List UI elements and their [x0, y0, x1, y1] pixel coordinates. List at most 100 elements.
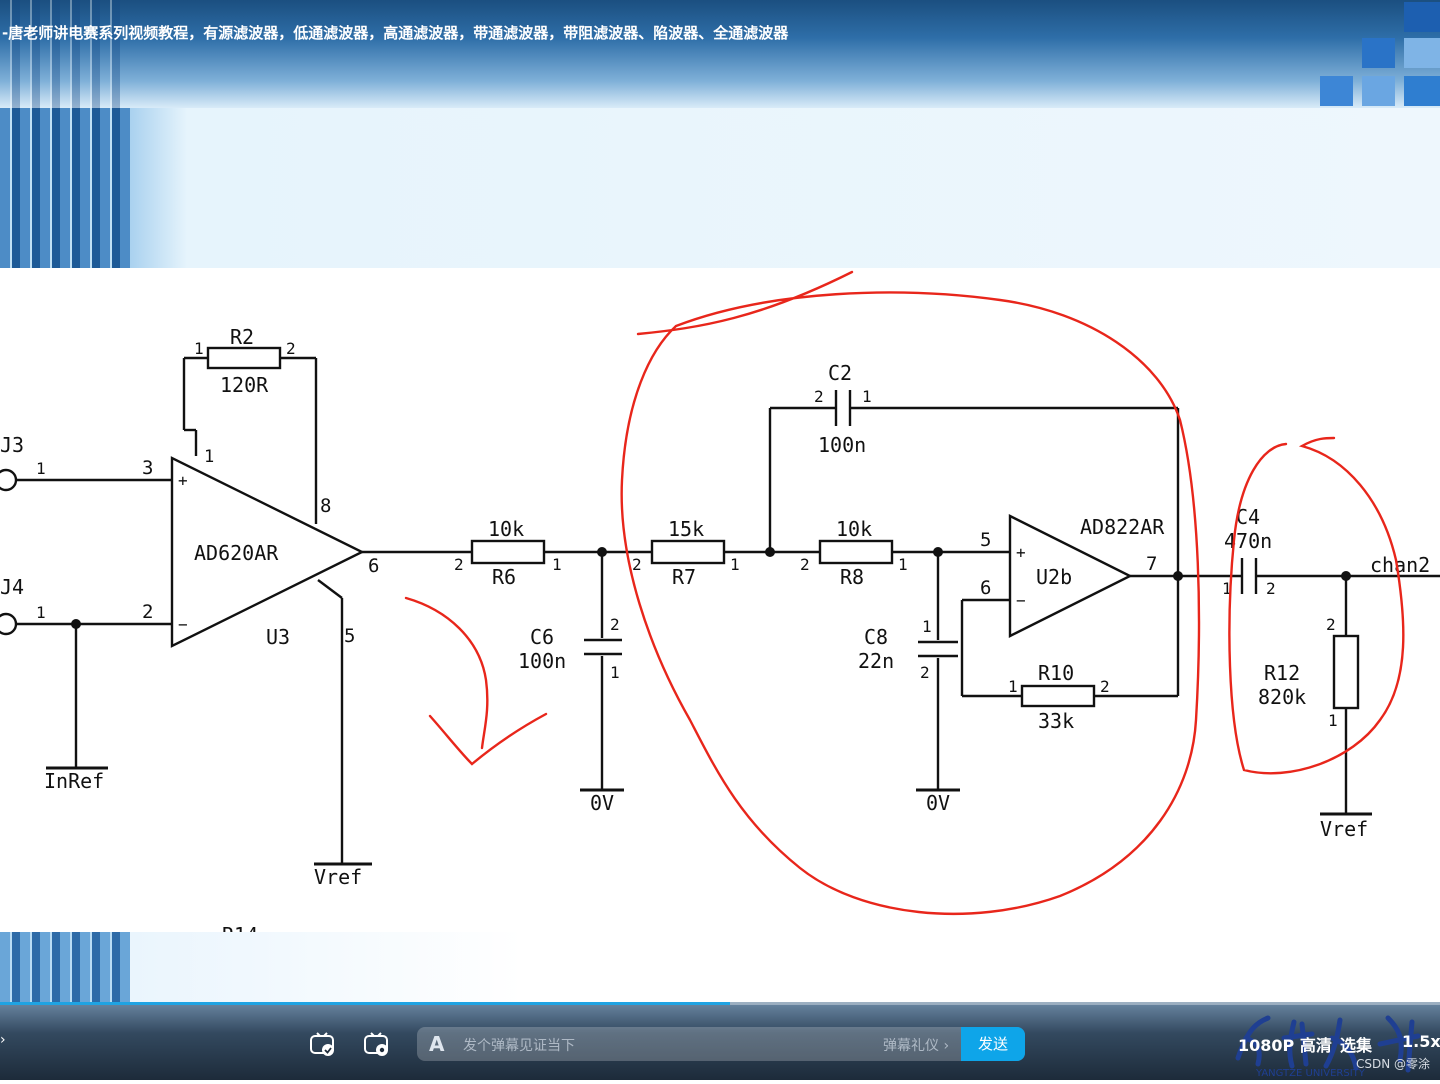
decorative-stripes [0, 932, 130, 1002]
c8-pin2: 2 [920, 663, 930, 682]
u2b-part: AD822AR [1080, 515, 1165, 539]
annotation-arrowhead [428, 712, 548, 766]
quality-selector[interactable]: 1080P 高清 [1238, 1036, 1332, 1055]
university-logo-mark: YANGTZE UNIVERSITY [1235, 1015, 1421, 1079]
decor-square [1404, 76, 1440, 106]
r12-value: 820k [1258, 685, 1306, 709]
j3-terminal [0, 468, 18, 492]
junction-dot [1341, 571, 1351, 581]
r6-ref: R6 [492, 565, 516, 589]
u3-pin6: 6 [368, 555, 379, 577]
j4-pin: 1 [36, 603, 46, 622]
progress-bar[interactable] [0, 1002, 1440, 1005]
junction-dot [1173, 571, 1183, 581]
c2-pin2: 2 [814, 387, 824, 406]
svg-text:YANGTZE UNIVERSITY: YANGTZE UNIVERSITY [1255, 1068, 1366, 1079]
chevron-left-icon[interactable]: › [0, 1032, 6, 1048]
danmaku-style-icon[interactable]: A [429, 1032, 445, 1056]
vref-label-r12: Vref [1320, 817, 1368, 841]
danmaku-settings-icon[interactable] [362, 1030, 390, 1058]
u2b-opamp [1008, 514, 1133, 638]
u2b-plus: + [1016, 543, 1026, 562]
r8-resistor [818, 539, 894, 565]
c6-ref: C6 [530, 625, 554, 649]
r2-pin2: 2 [286, 339, 296, 358]
video-title-bar: -唐老师讲电赛系列视频教程，有源滤波器，低通滤波器，高通滤波器，带通滤波器，带阻… [0, 0, 1440, 268]
u2b-pin5: 5 [980, 529, 991, 551]
c8-pin1: 1 [922, 617, 932, 636]
r12-pin2: 2 [1326, 615, 1336, 634]
junction-dot [597, 547, 607, 557]
r7-resistor [650, 539, 726, 565]
annotation-circle-bandpass [620, 270, 1201, 915]
decor-square [1362, 76, 1395, 106]
u3-pin2: 2 [142, 601, 153, 623]
r7-pin2: 2 [632, 555, 642, 574]
u3-part: AD620AR [194, 541, 279, 565]
slide-footer [130, 932, 1440, 1002]
u3-ref: U3 [266, 625, 290, 649]
university-logo: YANGTZE UNIVERSITY [1228, 1008, 1440, 1080]
red-annotations [404, 270, 1405, 915]
r2-resistor [206, 346, 282, 370]
r6-resistor [470, 539, 546, 565]
danmaku-etiquette-link[interactable]: 弹幕礼仪 › [883, 1038, 950, 1054]
r2-value: 120R [220, 373, 269, 397]
r7-pin1: 1 [730, 555, 740, 574]
r8-value: 10k [836, 517, 872, 541]
c2-pin1: 1 [862, 387, 872, 406]
playback-speed-button[interactable]: 1.5x [1402, 1032, 1440, 1051]
danmaku-input[interactable]: 发个弹幕见证当下 [463, 1038, 575, 1054]
j3-pin: 1 [36, 459, 46, 478]
r8-ref: R8 [840, 565, 864, 589]
u3-plus: + [178, 471, 188, 490]
filter-circuit-schematic: J3 J4 1 1 InRef 3 2 1 8 6 5 + − AD620AR … [0, 270, 1440, 932]
r6-pin1: 1 [552, 555, 562, 574]
u3-pin8: 8 [320, 495, 331, 517]
r12-resistor [1332, 634, 1360, 710]
progress-fill [0, 1002, 731, 1005]
r6-pin2: 2 [454, 555, 464, 574]
r8-pin2: 2 [800, 555, 810, 574]
danmaku-toggle-icon[interactable] [308, 1030, 336, 1058]
junction-dot [71, 619, 81, 629]
r12-ref: R12 [1264, 661, 1300, 685]
r12-pin1: 1 [1328, 711, 1338, 730]
c6-value: 100n [518, 649, 566, 673]
episodes-button[interactable]: 选集 [1340, 1036, 1373, 1055]
c8-value: 22n [858, 649, 894, 673]
r10-pin1: 1 [1008, 677, 1018, 696]
u3-pin1: 1 [204, 447, 214, 467]
u2b-pin7: 7 [1146, 553, 1157, 575]
junction-dot [765, 547, 775, 557]
c6-pin2: 2 [610, 615, 620, 634]
r2-pin1: 1 [194, 339, 204, 358]
c8-ref: C8 [864, 625, 888, 649]
annotation-circle-highpass [1228, 436, 1405, 775]
danmaku-input-box[interactable]: A 发个弹幕见证当下 弹幕礼仪 › 发送 [417, 1027, 1025, 1061]
output-label: chan2 [1370, 553, 1430, 577]
r6-value: 10k [488, 517, 524, 541]
send-button[interactable]: 发送 [961, 1027, 1025, 1061]
c4-value: 470n [1224, 529, 1272, 553]
c4-pin2: 2 [1266, 579, 1276, 598]
c6-pin1: 1 [610, 663, 620, 682]
c2-value: 100n [818, 433, 866, 457]
decor-square [1320, 76, 1353, 106]
j4-terminal [0, 612, 18, 636]
csdn-watermark: CSDN @零涂 [1356, 1057, 1431, 1071]
vref-label-u3: Vref [314, 865, 362, 889]
junction-dot [933, 547, 943, 557]
u2b-minus: − [1016, 591, 1026, 610]
decor-square [1404, 2, 1440, 32]
r8-pin1: 1 [898, 555, 908, 574]
annotation-arrow [404, 596, 489, 750]
r7-ref: R7 [672, 565, 696, 589]
u3-minus: − [178, 615, 188, 634]
j4-label: J4 [0, 575, 24, 599]
u3-opamp [170, 456, 365, 648]
r10-value: 33k [1038, 709, 1074, 733]
u3-pin5: 5 [344, 625, 355, 647]
slide-banner [0, 108, 1440, 268]
u2b-ref: U2b [1036, 565, 1072, 589]
